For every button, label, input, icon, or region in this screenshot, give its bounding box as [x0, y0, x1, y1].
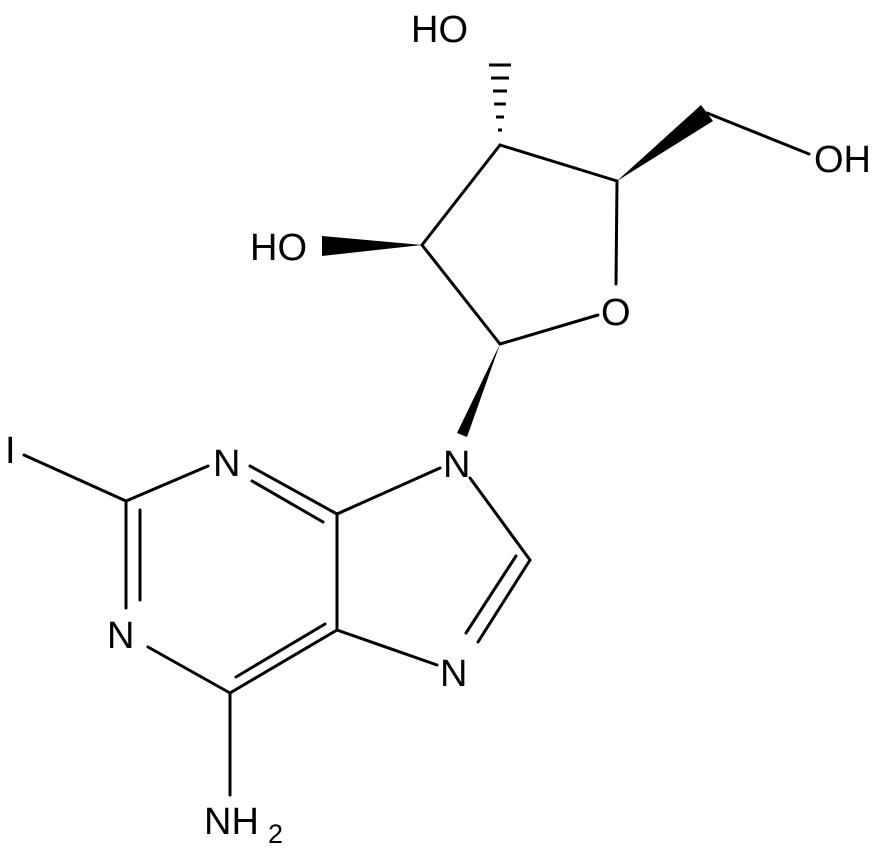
- atom-oh-right: OH: [814, 139, 871, 181]
- atom-ho-left: HO: [250, 227, 307, 269]
- bond-ch2-oh: [705, 111, 811, 156]
- atom-n1: N: [107, 615, 134, 657]
- atom-n3: N: [213, 443, 240, 485]
- atom-n9: N: [443, 444, 470, 486]
- wedge-bond-c4-ch2: [617, 105, 713, 181]
- bond-n3-c4: [248, 464, 339, 516]
- hashed-bond-c3-oh: [489, 63, 511, 132]
- bond-c8-n7-inner: [464, 554, 518, 635]
- atom-n7: N: [440, 653, 467, 695]
- wedge-bond-c2-oh: [322, 236, 422, 256]
- bond-c3-c4: [498, 143, 619, 183]
- bond-c4-o: [614, 179, 619, 286]
- bond-i-c2: [22, 453, 128, 503]
- bond-n7-c5: [335, 628, 439, 667]
- bond-o-c1: [498, 313, 600, 346]
- atom-ho-top: HO: [411, 9, 468, 51]
- atom-ring-oxygen: O: [601, 292, 631, 334]
- bond-c2-n3: [124, 464, 210, 503]
- bond-n9-c8: [468, 476, 532, 562]
- atom-iodine: I: [5, 430, 16, 472]
- bond-c6-c5-inner: [234, 622, 327, 679]
- atom-amine-subscript: 2: [268, 819, 283, 849]
- bond-n1-c6: [146, 645, 232, 695]
- bond-c4-n9: [335, 466, 442, 516]
- atom-amine-n: NH: [204, 801, 259, 843]
- bond-c6-c5: [228, 628, 339, 695]
- bond-c8-n7: [476, 558, 532, 644]
- bond-n3-c4-inner: [250, 479, 325, 524]
- wedge-bond-c1-n9: [457, 344, 500, 437]
- bond-c2-c3: [420, 143, 502, 247]
- bond-c1-c2: [420, 243, 502, 346]
